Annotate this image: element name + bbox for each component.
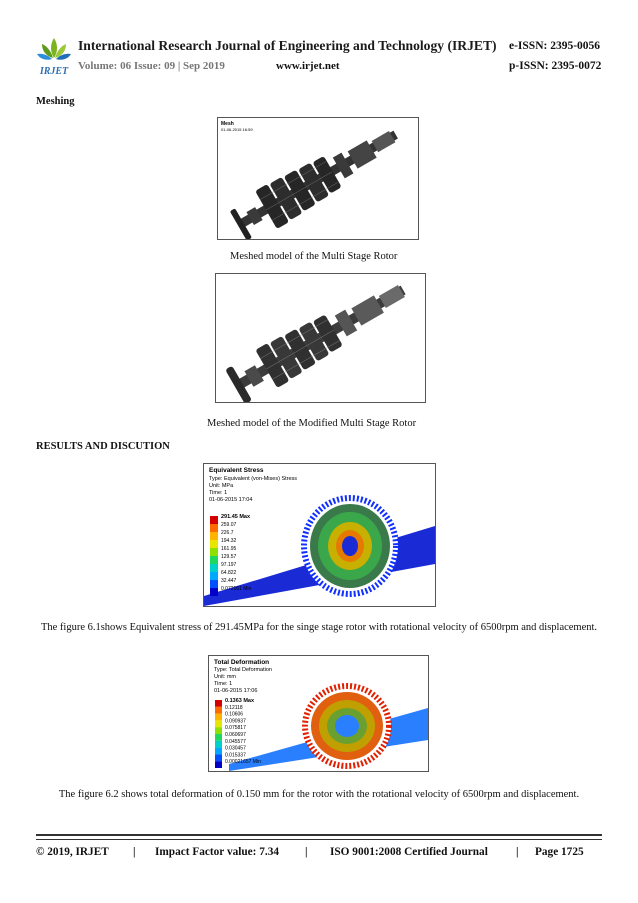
stress-title: Equivalent Stress [209, 467, 264, 474]
modified-rotor-mesh-image [226, 284, 406, 402]
meshing-heading: Meshing [36, 96, 75, 107]
legend-value-label: 0.00021657 Min [225, 759, 261, 765]
legend-swatch [215, 754, 222, 762]
legend-value-label: 0.12118 [225, 705, 243, 711]
website-link[interactable]: www.irjet.net [276, 60, 340, 72]
footer-rule-thin [36, 839, 602, 840]
p-issn: p-ISSN: 2395-0072 [509, 60, 602, 72]
legend-value-label: 161.95 [221, 546, 237, 552]
stress-time: Time: 1 [209, 490, 227, 496]
deformation-legend: 0.1363 Max0.121180.106060.0909370.075817… [215, 698, 261, 768]
disc-shape [302, 683, 392, 769]
legend-swatch [210, 524, 218, 532]
legend-value-label: 0.10606 [225, 712, 243, 718]
results-heading: RESULTS AND DISCUTION [36, 441, 170, 452]
journal-logo: IRJET [36, 36, 72, 78]
stress-date: 01-06-2015 17:04 [209, 497, 252, 503]
stress-legend: 291.45 Max 259.07 226.7 194.32 161.95 129.57 9… [210, 514, 252, 596]
legend-swatch [215, 740, 222, 748]
legend-swatch [210, 548, 218, 556]
footer-copyright: © 2019, IRJET [36, 846, 109, 858]
legend-swatch [215, 747, 222, 755]
footer-separator: | [516, 846, 519, 858]
legend-value-label: 0.072161 Min [221, 586, 252, 592]
legend-value-label: 97.197 [221, 562, 237, 568]
stress-unit: Unit: MPa [209, 483, 234, 489]
rotor-mesh-image [230, 130, 398, 239]
legend-swatch [210, 532, 218, 540]
legend-swatch [210, 540, 218, 548]
legend-swatch [210, 564, 218, 572]
legend-value-label: 129.57 [221, 554, 237, 560]
footer-separator: | [133, 846, 136, 858]
legend-value-label: 0.030457 [225, 746, 246, 752]
legend-value-label: 0.075817 [225, 725, 246, 731]
deformation-time: Time: 1 [214, 681, 232, 687]
deformation-title: Total Deformation [214, 659, 269, 666]
leaf-icon [37, 38, 71, 60]
deformation-date: 01-06-2015 17:06 [214, 688, 257, 694]
figure-6-2-paragraph: The figure 6.2 shows total deformation o… [58, 789, 580, 800]
legend-swatch [215, 761, 222, 768]
figure-modified-rotor [215, 273, 426, 403]
legend-value-label: 0.060697 [225, 732, 246, 738]
footer-separator: | [305, 846, 308, 858]
logo-text: IRJET [39, 66, 69, 77]
footer-iso: ISO 9001:2008 Certified Journal [330, 846, 488, 858]
legend-max-label: 291.45 Max [221, 514, 251, 520]
legend-swatch [210, 556, 218, 564]
legend-swatch [210, 572, 218, 580]
journal-title: International Research Journal of Engine… [78, 38, 497, 53]
legend-swatch [215, 720, 222, 728]
legend-swatch [215, 706, 222, 714]
figure-1-caption: Meshed model of the Multi Stage Rotor [230, 251, 398, 262]
mesh-label-date: 01-06-2015 16:59 [221, 127, 253, 132]
disc-shape [301, 495, 399, 597]
figure-total-deformation: Total Deformation Type: Total Deformatio… [208, 655, 429, 772]
legend-value-label: 64.822 [221, 570, 237, 576]
legend-swatch [210, 580, 218, 588]
volume-issue: Volume: 06 Issue: 09 | Sep 2019 [78, 60, 225, 72]
legend-value-label: 32.447 [221, 578, 237, 584]
legend-swatch [215, 713, 222, 721]
deformation-type: Type: Total Deformation [214, 667, 272, 673]
legend-max-label: 0.1363 Max [225, 698, 255, 704]
mesh-label-title: Mesh [221, 121, 234, 127]
legend-value-label: 0.090937 [225, 718, 246, 724]
deformation-unit: Unit: mm [214, 674, 236, 680]
legend-swatch [215, 727, 222, 734]
stress-type: Type: Equivalent (von-Mises) Stress [209, 476, 297, 482]
footer-rule [36, 834, 602, 836]
figure-2-caption: Meshed model of the Modified Multi Stage… [207, 418, 417, 429]
legend-value-label: 259.07 [221, 522, 237, 528]
e-issn: e-ISSN: 2395-0056 [509, 40, 601, 52]
legend-value-label: 194.32 [221, 538, 237, 544]
figure-equivalent-stress: Equivalent Stress Type: Equivalent (von-… [203, 463, 436, 607]
figure-6-1-paragraph: The figure 6.1shows Equivalent stress of… [40, 622, 598, 633]
legend-value-label: 226.7 [221, 530, 234, 536]
legend-swatch [210, 588, 218, 596]
footer-impact-factor: Impact Factor value: 7.34 [155, 846, 280, 858]
legend-value-label: 0.015337 [225, 752, 246, 758]
legend-swatch [210, 516, 218, 524]
legend-swatch [215, 734, 222, 741]
figure-mesh-rotor: Mesh 01-06-2015 16:59 [217, 117, 419, 240]
legend-value-label: 0.045577 [225, 739, 246, 745]
footer-page-number: Page 1725 [535, 846, 584, 858]
legend-swatch [215, 700, 222, 707]
